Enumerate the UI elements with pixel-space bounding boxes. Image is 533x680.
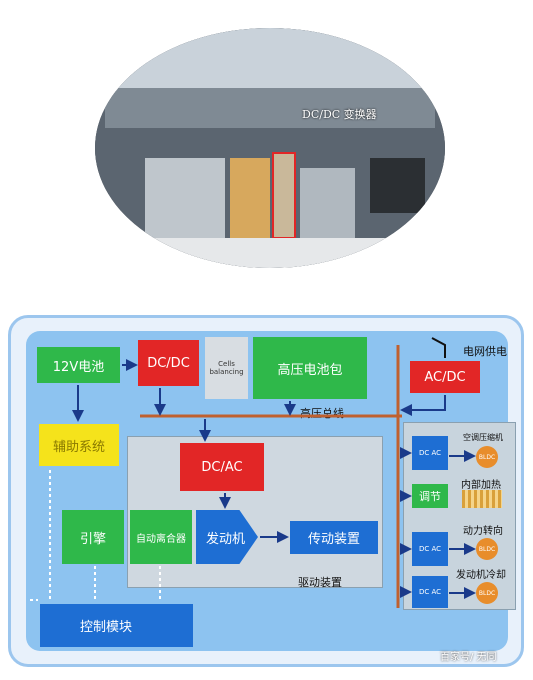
load-converter-1: DC AC: [412, 436, 448, 470]
hv-battery-pack-block: 高压电池包: [253, 337, 367, 399]
watermark: 百家号/ 无同: [440, 652, 497, 663]
dcac-block: DC/AC: [180, 443, 264, 491]
bldc-motor-2: BLDC: [476, 538, 498, 560]
bldc-motor-3: BLDC: [476, 582, 498, 604]
grid-power-label: 电网供电: [463, 345, 507, 358]
heater-element: [462, 490, 502, 508]
acdc-block: AC/DC: [410, 361, 480, 393]
dcdc-block: DC/DC: [138, 340, 199, 386]
auto-clutch-block: 自动离合器: [130, 510, 192, 564]
dcdc-converter-label: DC/DC 变换器: [302, 108, 377, 121]
control-module-block: 控制模块: [40, 604, 193, 647]
cells-balancing-block: Cells balancing: [205, 337, 248, 399]
interior-heating-label: 内部加热: [461, 480, 501, 491]
bldc-motor-1: BLDC: [476, 446, 498, 468]
ac-compressor-label: 空调压缩机: [463, 433, 503, 442]
engine-cooling-label: 发动机冷却: [456, 570, 506, 581]
load-converter-2: DC AC: [412, 532, 448, 566]
engine-block: 引擎: [62, 510, 124, 564]
engine-bay-photo: [95, 28, 445, 268]
power-steering-label: 动力转向: [463, 526, 503, 537]
battery-12v-block: 12V电池: [37, 347, 120, 383]
adjust-block: 调节: [412, 484, 448, 508]
engine-bay-illustration: [95, 28, 445, 268]
drive-label: 驱动装置: [298, 576, 342, 589]
transmission-block: 传动装置: [290, 521, 378, 554]
load-converter-3: DC AC: [412, 576, 448, 608]
auxiliary-system-block: 辅助系统: [39, 424, 119, 466]
